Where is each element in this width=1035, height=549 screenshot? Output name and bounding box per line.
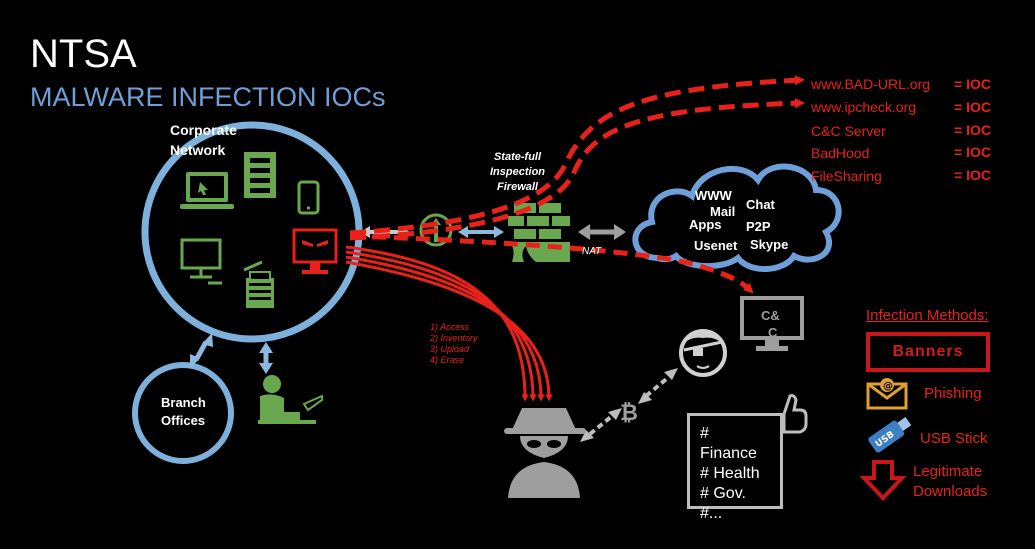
legit-downloads-label-2: Downloads (913, 483, 988, 500)
infection-methods-heading: Infection Methods: (866, 307, 989, 324)
desktop-icon (180, 238, 222, 285)
cloud-mail: Mail (710, 204, 736, 219)
ioc-path-ipcheck (349, 98, 805, 241)
attack-step: 3) Upload (430, 344, 470, 354)
ioc-path-cnc (349, 233, 754, 294)
ioc-name-0: www.BAD-URL.org (811, 76, 931, 92)
ioc-name-3: BadHood (811, 145, 870, 161)
cloud-skype: Skype (750, 237, 789, 252)
server-icon (244, 152, 276, 198)
firewall-label: State-full Inspection Firewall (490, 150, 545, 195)
link-hacker-bitcoin (588, 414, 614, 436)
ioc-tag-1: = IOC (954, 99, 991, 115)
ioc-name-2: C&C Server (811, 123, 886, 139)
page-subtitle: MALWARE INFECTION IOCs (30, 82, 386, 112)
firewall-label-line2: Inspection (490, 166, 546, 178)
path-segment-firewall-cloud (578, 224, 626, 240)
attack-steps: 1) Access 2) Inventory 3) Upload 4) Eras… (430, 322, 478, 366)
target-sector: # Finance (700, 425, 757, 462)
download-arrow-icon (859, 460, 907, 501)
attack-step: 1) Access (430, 322, 470, 332)
legit-downloads-label-1: Legitimate (913, 463, 983, 480)
firewall-label-line3: Firewall (497, 181, 538, 193)
attack-step: 4) Erase (430, 355, 465, 365)
target-sector: #... (700, 505, 723, 522)
link-corporate-branch (190, 333, 213, 369)
ioc-name-4: FileSharing (811, 168, 882, 184)
corporate-label-1: Corporate (170, 122, 237, 138)
attack-bundle (345, 245, 553, 402)
svg-text:@: @ (883, 381, 893, 392)
ioc-name-1: www.ipcheck.org (811, 99, 917, 115)
corporate-label-2: Network (170, 142, 226, 158)
branch-label-1: Branch (161, 395, 206, 410)
attack-step: 2) Inventory (430, 333, 478, 343)
firewall-label-line1: State-full (493, 151, 542, 163)
laptop-icon (180, 172, 234, 209)
target-sector: # Gov. (700, 485, 746, 502)
target-sector: # Health (700, 465, 760, 482)
worker-icon (258, 375, 323, 424)
internet-cloud (632, 163, 842, 273)
hacker-icon (504, 408, 586, 498)
target-sectors-box: # Finance # Health # Gov. #... (687, 413, 783, 522)
infected-monitor-icon (292, 228, 338, 274)
envelope-icon: @ (866, 378, 908, 410)
bitcoin-icon: ₿ (620, 401, 638, 426)
cloud-apps: Apps (689, 217, 722, 232)
phone-icon (297, 180, 320, 215)
branch-offices-ring (132, 362, 234, 464)
nat-label: NAT (582, 246, 602, 257)
cnc-monitor-icon (740, 296, 804, 351)
ioc-tag-2: = IOC (954, 122, 991, 138)
printer-icon (243, 260, 274, 308)
page-title: NTSA (30, 32, 137, 76)
cloud-usenet: Usenet (694, 238, 738, 253)
banners-box: Banners (866, 332, 990, 372)
ioc-tag-4: = IOC (954, 167, 991, 183)
cnc-label: C& (761, 308, 780, 323)
ioc-tag-3: = IOC (954, 144, 991, 160)
ioc-tag-0: = IOC (954, 76, 991, 92)
thumbs-up-icon (782, 394, 808, 434)
usb-stick-icon: USB (868, 417, 912, 453)
link-bitcoin-eyepatch (644, 374, 672, 398)
ioc-path-badurl (349, 75, 805, 236)
cloud-www: WWW (695, 188, 732, 203)
branch-label-2: Offices (161, 413, 206, 428)
path-segment-router-firewall (458, 226, 504, 238)
cloud-p2p: P2P (746, 219, 771, 234)
cloud-chat: Chat (746, 197, 775, 212)
eyepatch-person-icon (679, 329, 727, 377)
usb-label: USB Stick (920, 430, 988, 447)
cnc-label-2: C (768, 325, 778, 340)
phishing-label: Phishing (924, 385, 982, 402)
link-corporate-worker (259, 342, 273, 374)
